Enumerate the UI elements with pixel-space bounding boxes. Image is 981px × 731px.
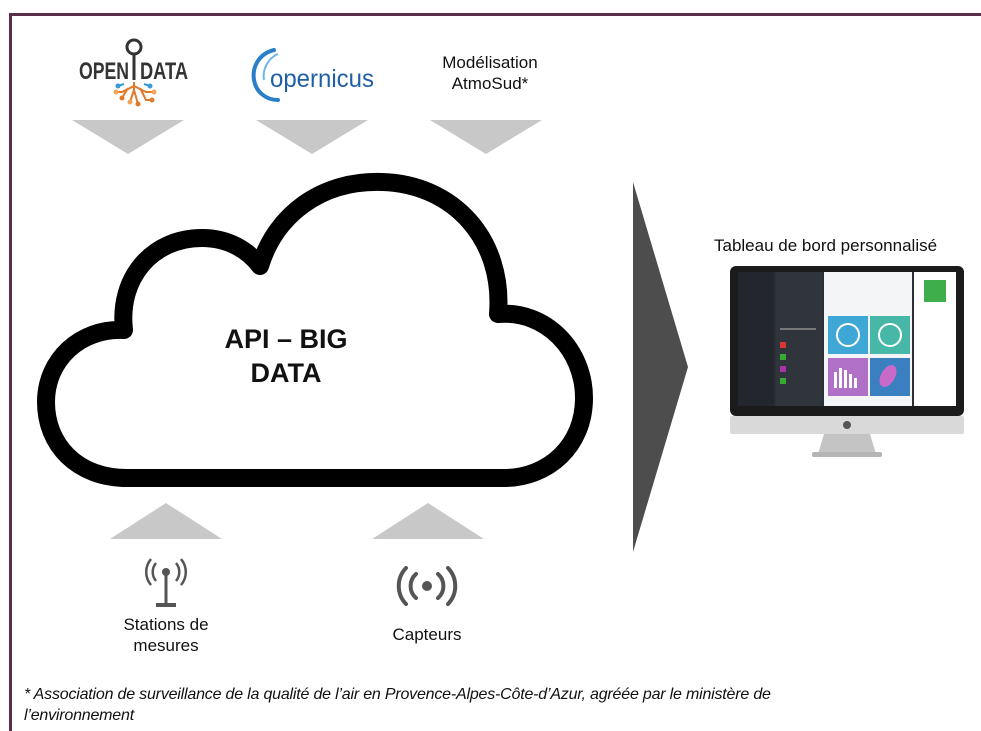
frame-top-border: [9, 13, 981, 16]
arrow-up-stations: [110, 503, 222, 539]
footnote-line1: * Association de surveillance de la qual…: [24, 686, 771, 703]
cloud-line1: API – BIG: [224, 324, 348, 354]
arrow-down-copernicus: [256, 120, 368, 154]
modelisation-label: Modélisation AtmoSud*: [410, 52, 570, 94]
capteurs-label: Capteurs: [392, 625, 462, 644]
cloud-title: API – BIG DATA: [186, 322, 386, 390]
antenna-icon: [144, 558, 188, 607]
dashboard-title: Tableau de bord personnalisé: [714, 236, 938, 255]
stations-line1: Stations de: [123, 615, 209, 634]
opendata-text-left: OPEN: [79, 58, 129, 85]
imac-dashboard-icon: [730, 266, 964, 457]
frame-left-border: [9, 13, 12, 731]
copernicus-text: opernicus: [270, 65, 374, 93]
modelisation-line1: Modélisation: [442, 53, 538, 72]
api-big-data-cloud: [37, 172, 593, 487]
copernicus-logo: opernicus: [251, 48, 374, 102]
modelisation-line2: AtmoSud*: [451, 74, 529, 93]
opendata-logo: OPEN DATA: [79, 38, 188, 107]
footnote: * Association de surveillance de la qual…: [24, 684, 980, 726]
arrow-down-opendata: [72, 120, 184, 154]
arrow-down-modelisation: [430, 120, 542, 154]
stations-line2: mesures: [133, 636, 199, 655]
broadcast-icon: [396, 566, 458, 606]
arrow-up-capteurs: [372, 503, 484, 539]
arrow-right-to-dashboard: [633, 182, 688, 552]
opendata-text-right: DATA: [140, 58, 188, 85]
footnote-line2: l’environnement: [24, 707, 134, 724]
stations-label: Stations de mesures: [96, 614, 236, 656]
cloud-line2: DATA: [250, 358, 322, 388]
